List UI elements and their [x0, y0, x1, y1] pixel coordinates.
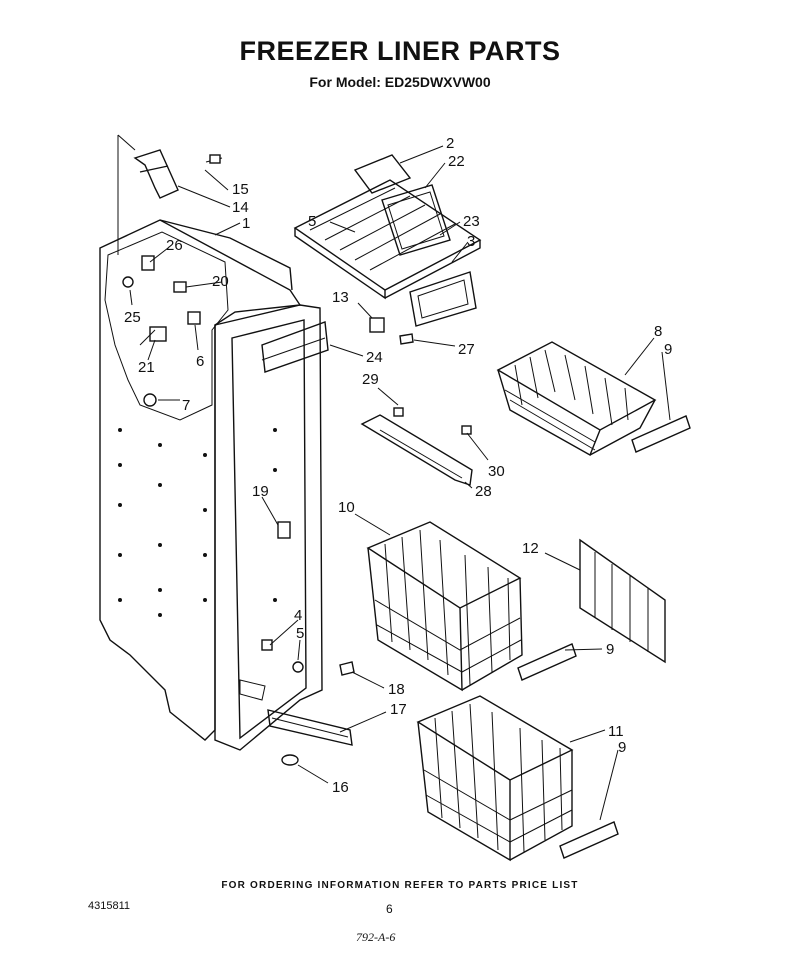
- callout-9-upper: 9: [664, 341, 672, 358]
- callout-26: 26: [166, 237, 183, 254]
- callout-23: 23: [463, 213, 480, 230]
- callout-2: 2: [446, 135, 454, 152]
- callout-12: 12: [522, 540, 539, 557]
- lower-parts: [261, 321, 355, 766]
- callout-1: 1: [242, 215, 250, 232]
- callout-30: 30: [488, 463, 505, 480]
- callout-16: 16: [332, 779, 349, 796]
- callout-9-lower: 9: [618, 739, 626, 756]
- callout-27: 27: [458, 341, 475, 358]
- callout-10: 10: [338, 499, 355, 516]
- handle-assembly: [117, 134, 223, 255]
- callout-20: 20: [212, 273, 229, 290]
- callout-6: 6: [196, 353, 204, 370]
- ordering-note: FOR ORDERING INFORMATION REFER TO PARTS …: [221, 880, 579, 891]
- callout-11: 11: [608, 723, 624, 740]
- callout-5-lower: 5: [296, 625, 304, 642]
- liner-components: [122, 255, 201, 407]
- callout-15: 15: [232, 181, 249, 198]
- leader-lines: [129, 145, 671, 821]
- callout-25: 25: [124, 309, 141, 326]
- page-number: 6: [386, 902, 393, 916]
- liner-holes: [118, 428, 277, 617]
- callout-19: 19: [252, 483, 269, 500]
- shelf-slide: [360, 407, 473, 486]
- basket-middle: [366, 521, 523, 692]
- callout-28: 28: [475, 483, 492, 500]
- top-shelf-assembly: [293, 154, 482, 327]
- switch-assembly: [369, 317, 414, 345]
- basket-trim-strips: [517, 415, 691, 859]
- callout-22: 22: [448, 153, 465, 170]
- basket-divider: [579, 538, 666, 664]
- page-title: FREEZER LINER PARTS: [239, 36, 561, 66]
- callout-4: 4: [294, 607, 302, 624]
- callout-13: 13: [332, 289, 349, 306]
- callout-18: 18: [388, 681, 405, 698]
- callout-labels: 1 2 22 5 23 3 15 14 26 20 25 6 21 7 13 2…: [124, 135, 672, 796]
- document-number: 4315811: [88, 900, 131, 912]
- handwritten-note: 792-A-6: [356, 930, 396, 944]
- callout-9-middle: 9: [606, 641, 614, 658]
- basket-upper: [496, 341, 657, 457]
- callout-21: 21: [138, 359, 155, 376]
- callout-29: 29: [362, 371, 379, 388]
- basket-lower: [416, 695, 574, 862]
- callout-7: 7: [182, 397, 190, 414]
- callout-3: 3: [467, 233, 475, 250]
- callout-8: 8: [654, 323, 662, 340]
- callout-14: 14: [232, 199, 249, 216]
- callout-24: 24: [366, 349, 383, 366]
- callout-17: 17: [390, 701, 407, 718]
- model-subtitle: For Model: ED25DWXVW00: [309, 74, 491, 90]
- freezer-liner: [99, 219, 323, 751]
- callout-5-top: 5: [308, 213, 316, 230]
